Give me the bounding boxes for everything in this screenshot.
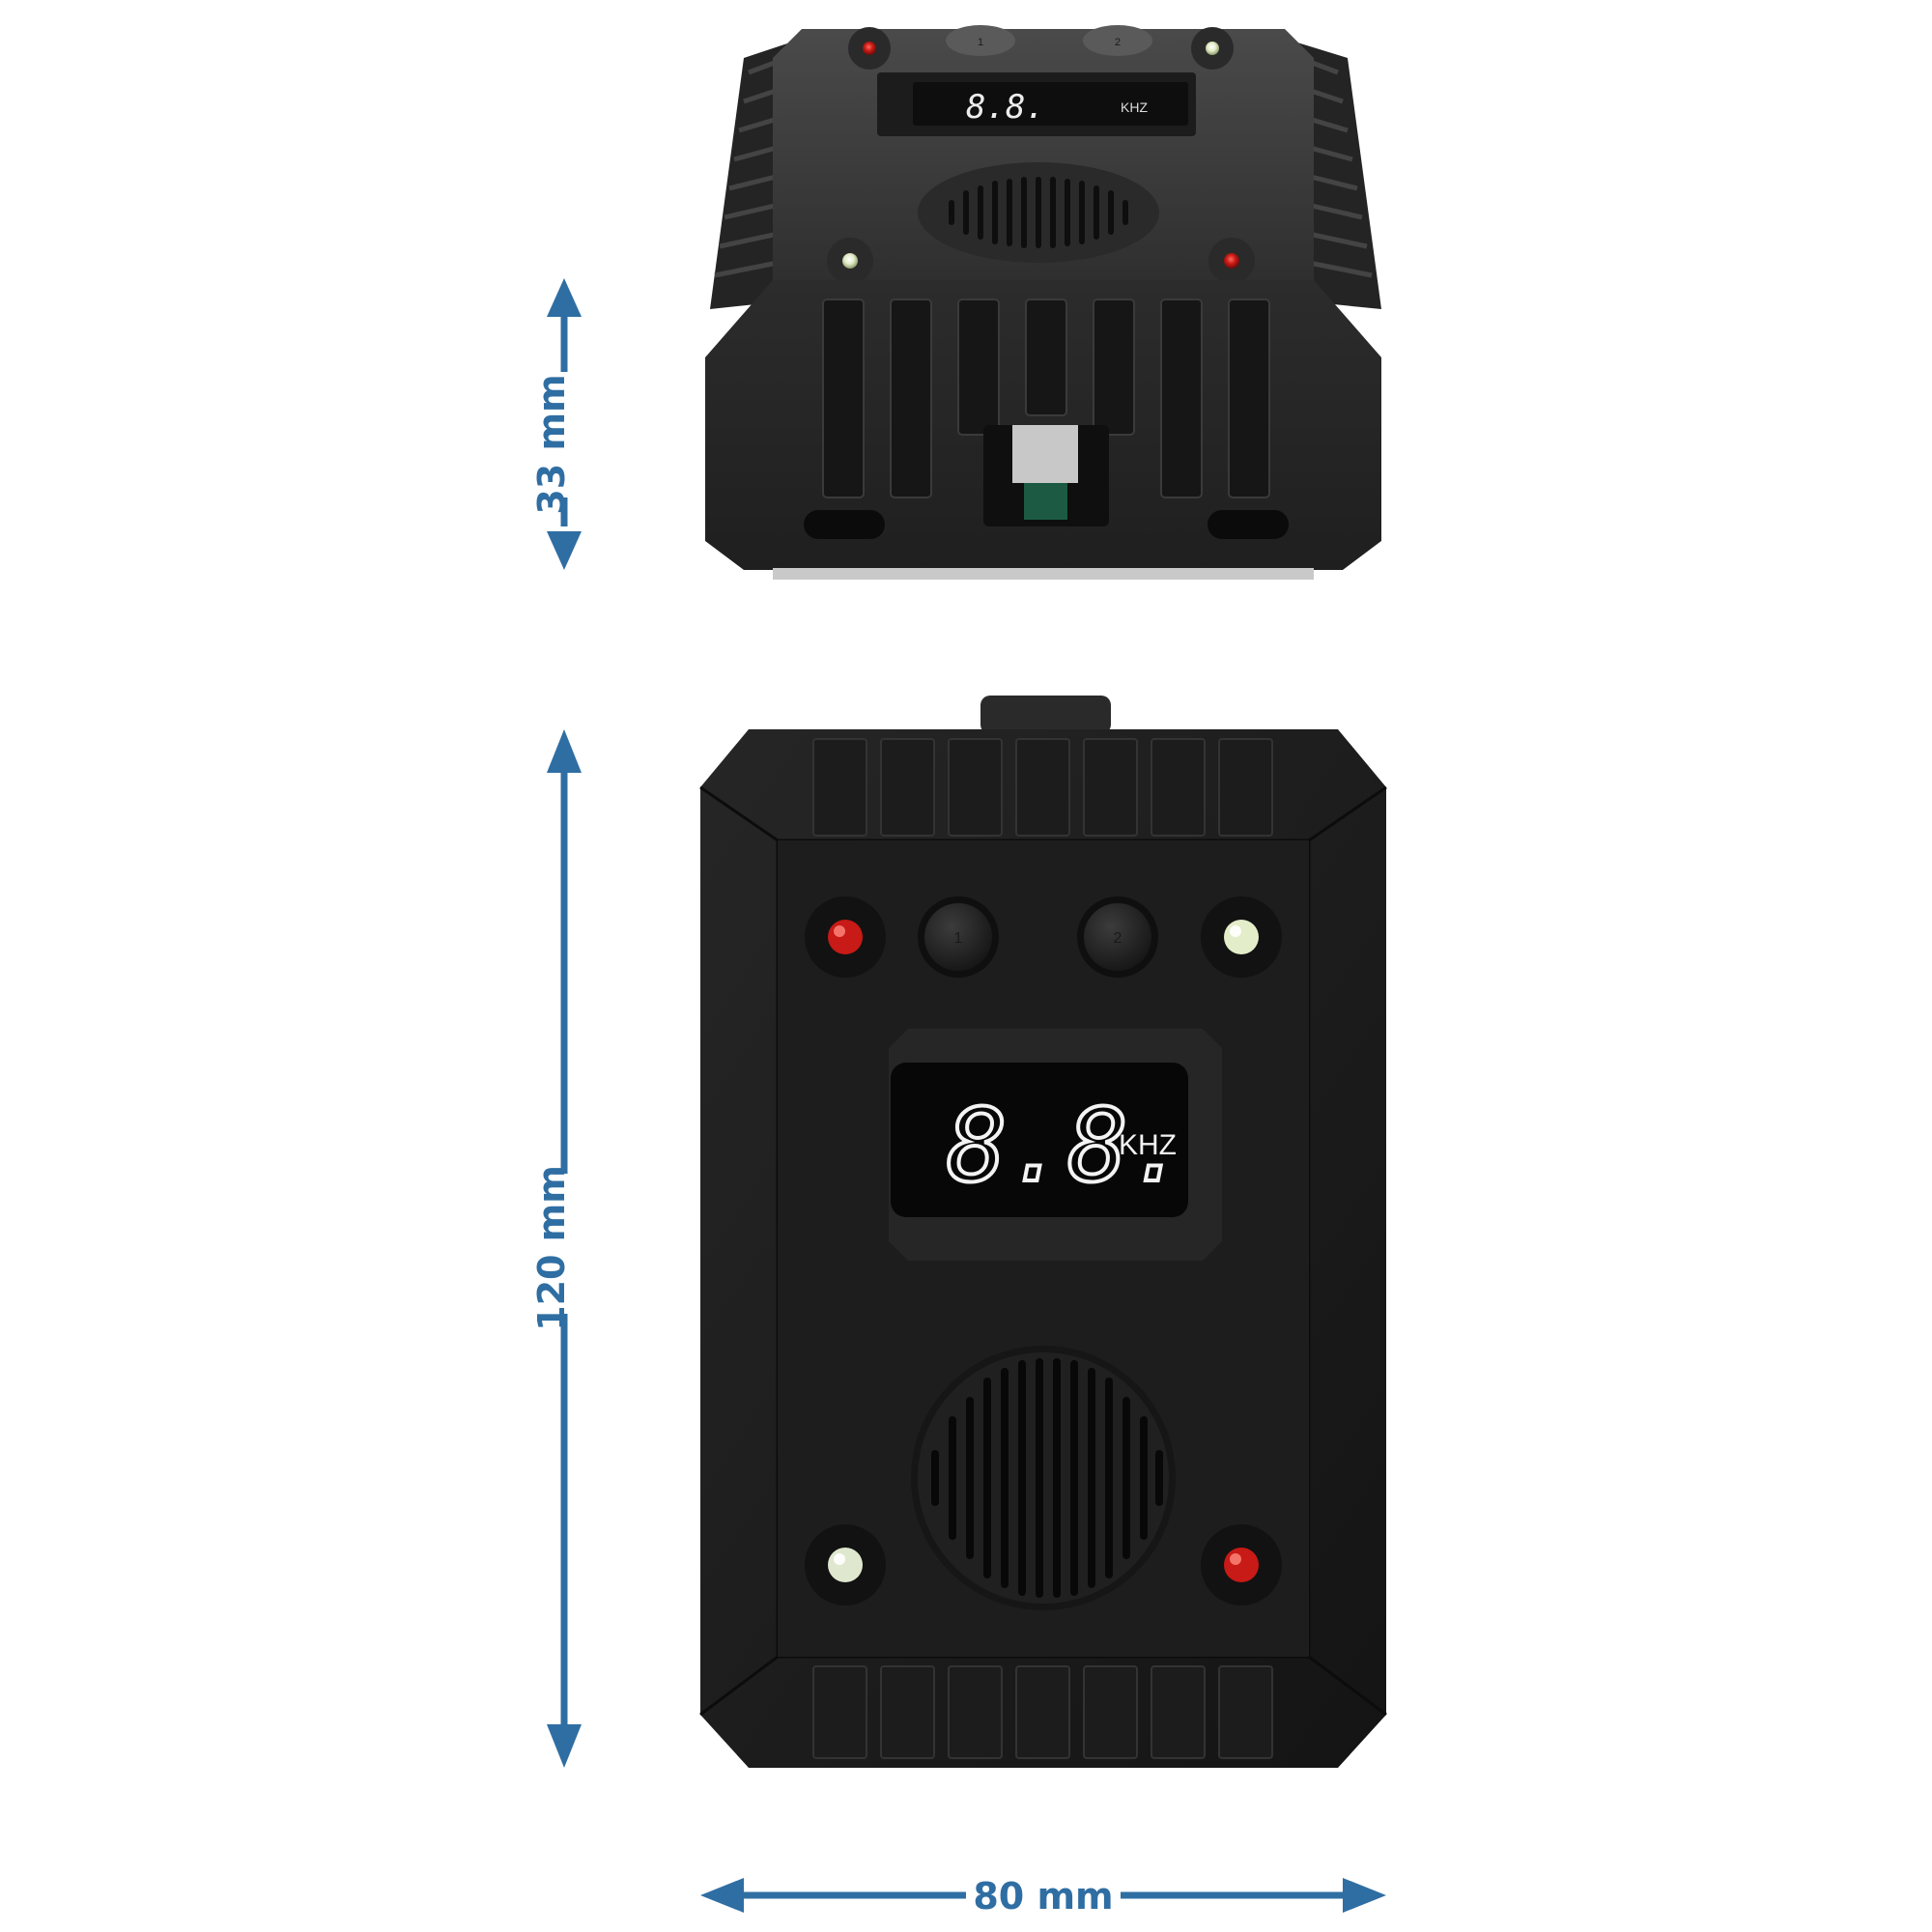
front-view-led-bottom-left	[805, 1524, 886, 1605]
svg-text:2: 2	[1114, 930, 1122, 947]
dimension-width	[700, 1878, 1386, 1913]
front-view-led-bottom-right	[1201, 1524, 1282, 1605]
front-view-device: 1 2 8.8. KHZ	[699, 696, 1387, 1768]
front-view-bottom-ribs	[812, 1665, 1273, 1759]
dimension-depth-label: 33 mm	[530, 374, 573, 514]
top-view-speaker	[918, 162, 1159, 263]
top-view-button-1[interactable]: 1	[946, 25, 1015, 56]
front-view-led-top-right	[1201, 896, 1282, 978]
top-view-right-slot	[1208, 510, 1289, 539]
front-view-led-top-left	[805, 896, 886, 978]
front-view-top-ribs	[812, 738, 1273, 837]
top-view-power-socket	[983, 425, 1109, 526]
front-view-speaker	[911, 1346, 1176, 1610]
front-view-top-switch	[980, 696, 1111, 734]
top-view-display-unit: KHZ	[1121, 99, 1148, 115]
dimension-height-label: 120 mm	[530, 1165, 573, 1331]
svg-text:1: 1	[978, 37, 983, 48]
top-view-display: 8.8. KHZ	[877, 72, 1196, 136]
svg-text:2: 2	[1115, 37, 1121, 48]
front-view-button-2[interactable]: 2	[1077, 896, 1158, 978]
top-view-left-slot	[804, 510, 885, 539]
dimension-depth	[547, 278, 582, 570]
dimension-width-label: 80 mm	[973, 1875, 1113, 1918]
front-view-display-digits: 8.8.	[947, 1087, 1188, 1205]
svg-text:1: 1	[954, 930, 963, 947]
front-view-button-1[interactable]: 1	[918, 896, 999, 978]
front-view-display-unit: KHZ	[1119, 1129, 1177, 1161]
front-view-display: 8.8. KHZ	[889, 1029, 1222, 1261]
top-view-device: 1 2 8.8. KHZ	[705, 25, 1381, 580]
top-view-button-2[interactable]: 2	[1083, 25, 1152, 56]
top-view-display-digits: 8.8.	[966, 88, 1045, 127]
top-view-edge-ribs	[822, 298, 1270, 498]
dimension-height	[547, 729, 582, 1768]
